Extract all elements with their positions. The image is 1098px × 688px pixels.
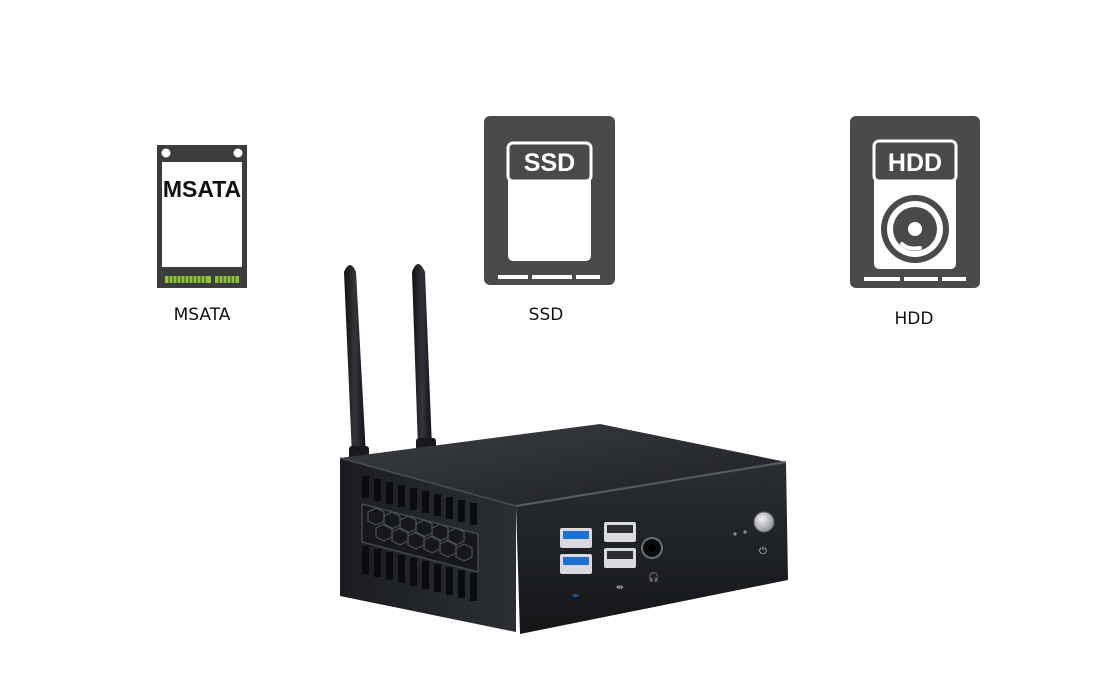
- hex-grille: [361, 503, 479, 573]
- msata-icon-label: MSATA: [163, 176, 241, 202]
- power-button: ⏻: [753, 511, 775, 557]
- case-top: [340, 424, 786, 506]
- power-icon: ⏻: [759, 546, 767, 557]
- ssd-icon: SSD: [484, 116, 615, 285]
- hdd-caption: HDD: [894, 309, 934, 329]
- ssd-icon-label: SSD: [524, 149, 575, 177]
- audio-jack: 🎧: [641, 537, 663, 583]
- hdd-icon-label: HDD: [888, 149, 942, 177]
- usb3-symbol: ⇹: [572, 591, 579, 600]
- ssd-connector: [498, 275, 600, 279]
- case-left-side: [340, 458, 516, 632]
- hdd-icon: HDD: [850, 116, 980, 288]
- usb2-ports: [604, 522, 636, 568]
- case-front: [516, 462, 788, 634]
- ssd-caption: SSD: [528, 305, 564, 325]
- usb3-ports: [560, 528, 592, 574]
- msata-card-icon: MSATA: [157, 145, 247, 288]
- wifi-antennas: [344, 264, 436, 460]
- usb-symbol: ⇹: [616, 583, 624, 593]
- side-vents: [362, 476, 477, 601]
- led-indicator: [733, 532, 737, 536]
- hdd-connector: [864, 277, 966, 281]
- msata-contacts: [165, 276, 239, 283]
- hdd-platter: [881, 195, 949, 263]
- headphone-icon: 🎧: [648, 571, 659, 583]
- msata-caption: MSATA: [173, 305, 231, 325]
